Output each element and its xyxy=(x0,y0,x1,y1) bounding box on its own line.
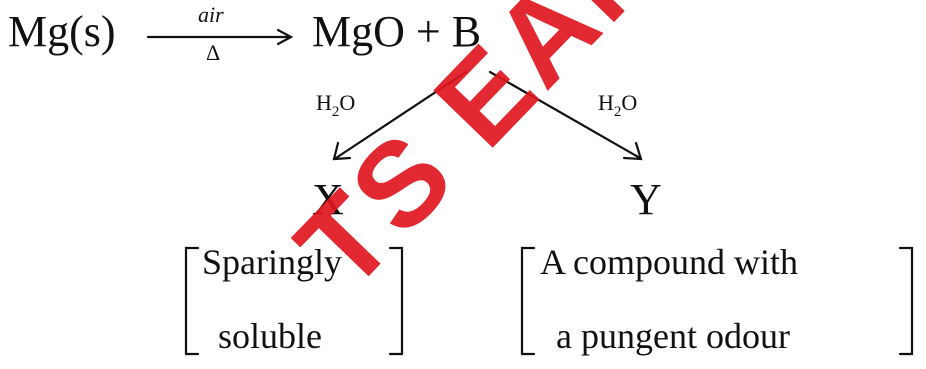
reactant-mg: Mg(s) xyxy=(8,7,116,56)
right-reagent-sub: 2 xyxy=(613,104,622,120)
right-note-close-bracket xyxy=(898,246,914,356)
right-reagent-water: H2O xyxy=(598,90,638,120)
right-branch-arrow-shaft xyxy=(488,70,642,160)
left-branch-arrow-shaft xyxy=(334,70,468,160)
right-reagent-o: O xyxy=(621,90,638,115)
left-note-line2: soluble xyxy=(218,316,322,356)
right-note-line1: A compound with xyxy=(540,242,798,282)
left-reagent-h: H xyxy=(316,90,332,115)
reaction-arrow-head xyxy=(276,28,294,46)
left-note-close-bracket xyxy=(388,246,404,356)
right-note-open-bracket xyxy=(520,246,536,356)
product-x: X xyxy=(312,175,344,224)
left-reagent-sub: 2 xyxy=(331,104,340,120)
arrow-condition-air: air xyxy=(198,2,224,27)
left-note-open-bracket xyxy=(184,246,200,356)
right-note-line2: a pungent odour xyxy=(556,316,790,356)
left-reagent-water: H2O xyxy=(316,90,356,120)
left-note-line1: Sparingly xyxy=(202,242,342,282)
product-y: Y xyxy=(630,175,662,224)
right-reagent-h: H xyxy=(598,90,614,115)
products-mgo-b: MgO + B xyxy=(312,7,482,56)
arrow-condition-heat: Δ xyxy=(206,40,221,65)
left-reagent-o: O xyxy=(339,90,356,115)
left-branch-arrow-head xyxy=(332,141,352,161)
right-branch-arrow-head xyxy=(622,141,643,161)
